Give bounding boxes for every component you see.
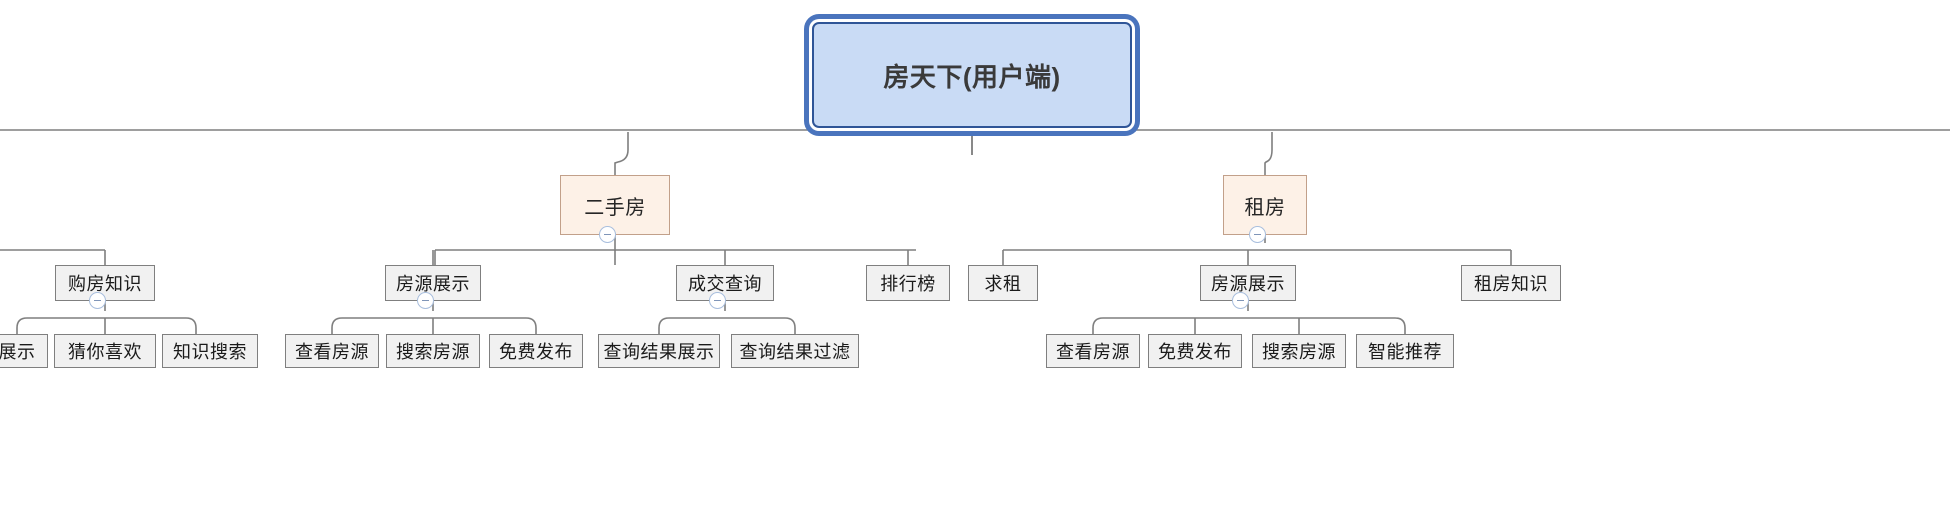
leaf-chaxunjieguoguolv[interactable]: 查询结果过滤 [731, 334, 859, 368]
leaf-mianfeifabu-ershou[interactable]: 免费发布 [489, 334, 583, 368]
collapse-toggle-ershoufang[interactable] [599, 226, 616, 243]
collapse-toggle-goufangzhishi[interactable] [89, 292, 106, 309]
collapse-toggle-chengjiaochaxun[interactable] [709, 292, 726, 309]
leaf-cainixihuan[interactable]: 猜你喜欢 [54, 334, 156, 368]
leaf-zhinengtuijian[interactable]: 智能推荐 [1356, 334, 1454, 368]
node-fangyuanzhanshi-ershou[interactable]: 房源展示 [385, 265, 481, 301]
node-paihangbang[interactable]: 排行榜 [866, 265, 950, 301]
leaf-sousuofangyuan-zufang[interactable]: 搜索房源 [1252, 334, 1346, 368]
leaf-mianfeifabu-zufang[interactable]: 免费发布 [1148, 334, 1242, 368]
category-node-zufang[interactable]: 租房 [1223, 175, 1307, 235]
node-goufangzhishi[interactable]: 购房知识 [55, 265, 155, 301]
collapse-toggle-fangyuanzhanshi-zufang[interactable] [1232, 292, 1249, 309]
collapse-toggle-zufang[interactable] [1249, 226, 1266, 243]
leaf-chaxunjieguozhanshi[interactable]: 查询结果展示 [598, 334, 720, 368]
category-node-ershoufang[interactable]: 二手房 [560, 175, 670, 235]
leaf-chakanfangyuan-zufang[interactable]: 查看房源 [1046, 334, 1140, 368]
node-zufangzhishi[interactable]: 租房知识 [1461, 265, 1561, 301]
root-node[interactable]: 房天下(用户端) [812, 22, 1132, 128]
node-fangyuanzhanshi-zufang[interactable]: 房源展示 [1200, 265, 1296, 301]
leaf-chakanfangyuan-ershou[interactable]: 查看房源 [285, 334, 379, 368]
node-qiuzu[interactable]: 求租 [968, 265, 1038, 301]
node-chengjiaochaxun[interactable]: 成交查询 [676, 265, 774, 301]
leaf-zhishisousuo[interactable]: 知识搜索 [162, 334, 258, 368]
leaf-sousuofangyuan-ershou[interactable]: 搜索房源 [386, 334, 480, 368]
leaf-zhanshi[interactable]: 展示 [0, 334, 48, 368]
collapse-toggle-fangyuanzhanshi-ershou[interactable] [417, 292, 434, 309]
